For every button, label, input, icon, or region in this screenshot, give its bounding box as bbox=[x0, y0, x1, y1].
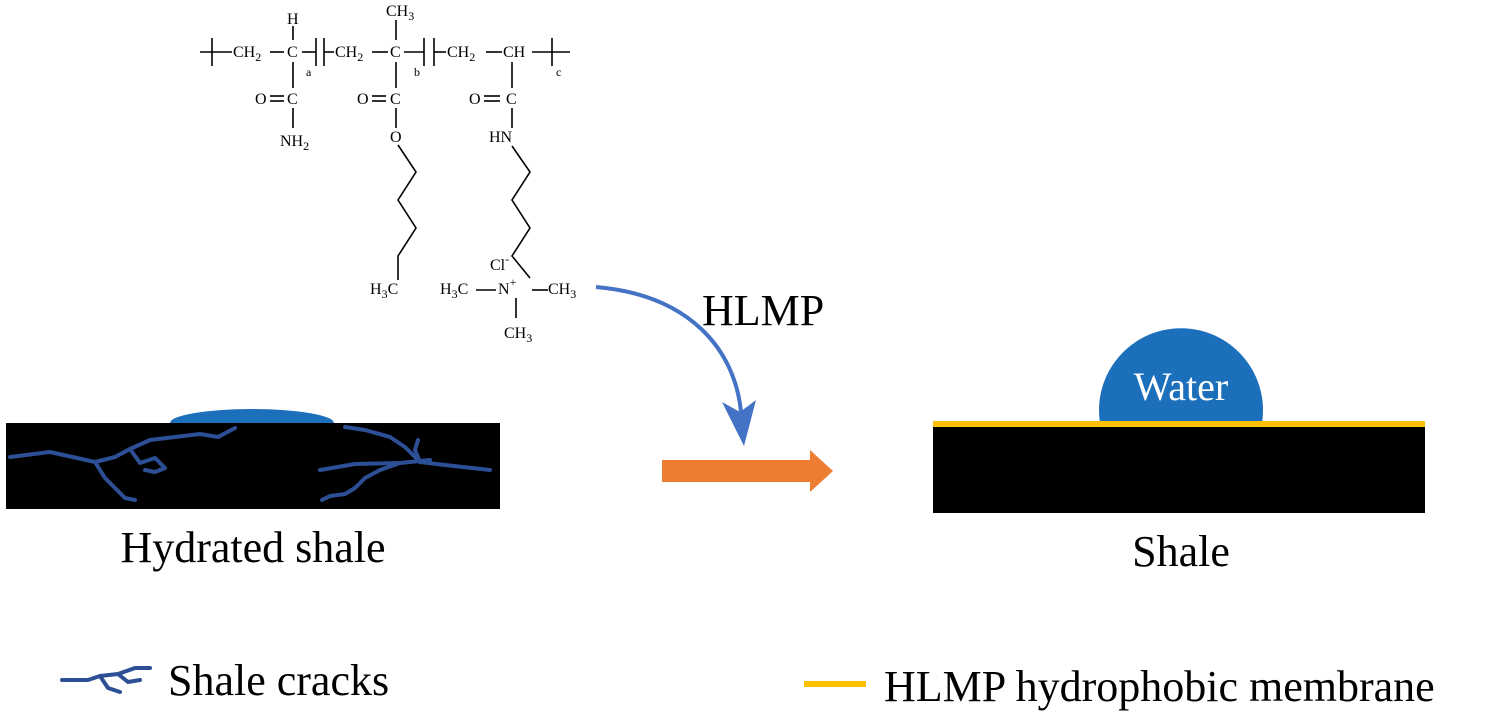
polymer-structure bbox=[200, 20, 570, 318]
unit-c-right-methyl: CH3 bbox=[548, 281, 576, 301]
water-droplet bbox=[1099, 328, 1263, 423]
unit-b-ester-o: O bbox=[390, 129, 402, 146]
unit-c-carbonyl-c: C bbox=[506, 91, 517, 108]
legend-membrane-label: HLMP hydrophobic membrane bbox=[884, 662, 1435, 711]
shale-block bbox=[933, 427, 1425, 513]
structure-labels: CH2 C H a O C NH2 CH2 C CH3 b O C O H3C … bbox=[233, 3, 576, 345]
treated-shale: Water Shale bbox=[933, 328, 1425, 576]
unit-a-ch2: CH2 bbox=[233, 44, 261, 64]
unit-a-subscript: a bbox=[306, 65, 312, 79]
unit-a-h: H bbox=[287, 11, 299, 28]
process-arrows: HLMP bbox=[595, 285, 833, 492]
process-arrow-head bbox=[810, 450, 833, 492]
unit-b-carbonyl-o: O bbox=[357, 91, 369, 108]
unit-c-ch: CH bbox=[503, 44, 526, 61]
unit-b-ch2: CH2 bbox=[335, 44, 363, 64]
reagent-label: HLMP bbox=[702, 286, 824, 335]
unit-b-h3c: H3C bbox=[370, 281, 398, 301]
hydrated-shale-label: Hydrated shale bbox=[120, 523, 385, 572]
unit-a-carbonyl-o: O bbox=[255, 91, 267, 108]
water-label: Water bbox=[1134, 364, 1229, 409]
legend-crack-icon bbox=[60, 666, 152, 694]
unit-b-c: C bbox=[390, 44, 401, 61]
unit-c-hn: HN bbox=[489, 129, 513, 146]
curved-arrow-head bbox=[722, 400, 756, 446]
curved-arrow-shaft bbox=[595, 285, 743, 413]
unit-c-subscript: c bbox=[556, 65, 561, 79]
shale-cracks bbox=[8, 425, 492, 502]
shale-label: Shale bbox=[1132, 527, 1230, 576]
unit-a-c: C bbox=[287, 44, 298, 61]
unit-b-ch3: CH3 bbox=[386, 3, 414, 23]
unit-c-n: N+ bbox=[498, 275, 517, 298]
hydrated-shale-block bbox=[6, 423, 500, 509]
unit-b-carbonyl-c: C bbox=[390, 91, 401, 108]
unit-a-nh2: NH2 bbox=[280, 133, 309, 153]
process-arrow-shaft bbox=[662, 460, 812, 482]
unit-c-ch2: CH2 bbox=[447, 44, 475, 64]
legend-membrane-swatch bbox=[804, 681, 866, 687]
hydrophobic-membrane bbox=[933, 421, 1425, 427]
legend: Shale cracks HLMP hydrophobic membrane bbox=[60, 656, 1435, 711]
unit-c-chloride: Cl- bbox=[490, 252, 509, 274]
unit-c-bottom-methyl: CH3 bbox=[504, 325, 532, 345]
unit-a-carbonyl-c: C bbox=[287, 91, 298, 108]
hydrated-shale: Hydrated shale bbox=[6, 409, 500, 572]
unit-c-carbonyl-o: O bbox=[469, 91, 481, 108]
legend-cracks-label: Shale cracks bbox=[168, 656, 389, 705]
unit-c-left-methyl: H3C bbox=[440, 281, 468, 301]
unit-b-subscript: b bbox=[414, 65, 420, 79]
